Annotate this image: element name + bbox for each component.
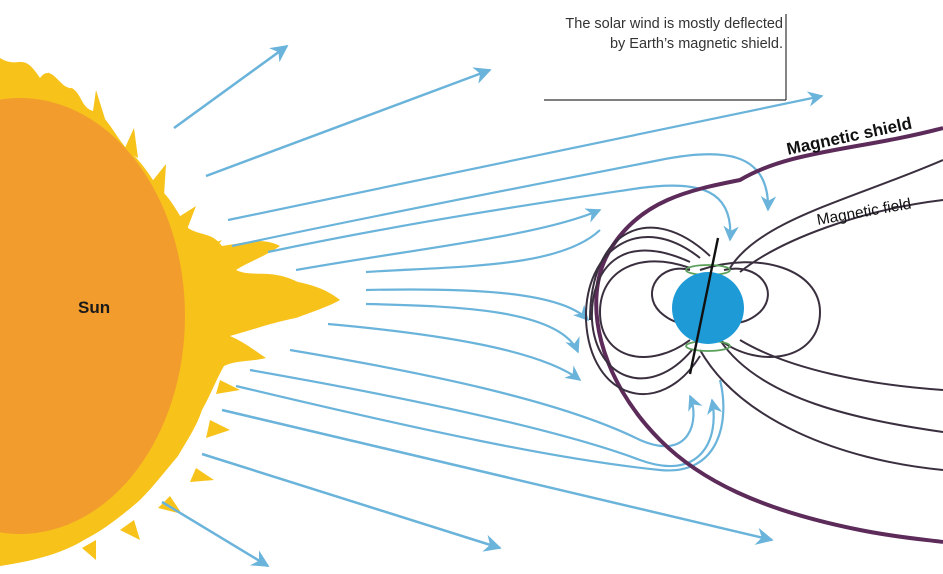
magnetic-shield [594, 126, 943, 544]
caption-text: The solar wind is mostly deflected by Ea… [565, 16, 783, 52]
caption-pointer [544, 14, 787, 101]
solar-wind-streams [227, 91, 824, 472]
solar-wind-arrows [161, 44, 774, 568]
earth-axis [688, 237, 720, 375]
sun-label: Sun [78, 298, 111, 317]
sun-core [0, 98, 185, 534]
earth [672, 272, 744, 344]
